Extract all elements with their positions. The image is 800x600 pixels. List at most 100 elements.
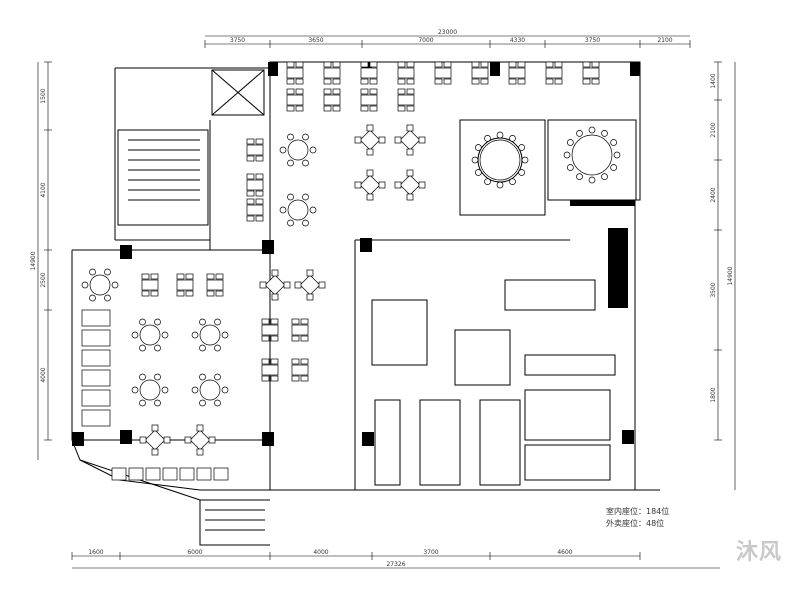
dimension-label: 1400 [710, 73, 717, 88]
chair [360, 88, 369, 95]
booth-table [360, 61, 378, 85]
table-top [199, 324, 221, 346]
chair [302, 193, 309, 201]
chair [255, 198, 264, 205]
dimension-label: 4000 [313, 549, 328, 556]
chair [199, 373, 206, 381]
chair [360, 105, 369, 112]
bench-seat [81, 409, 111, 427]
chair [566, 139, 574, 146]
chair [279, 206, 287, 214]
chair [255, 155, 264, 162]
table-top [144, 429, 166, 451]
chair [521, 156, 529, 164]
chair [270, 335, 279, 342]
chair [287, 193, 294, 201]
chair [588, 126, 596, 134]
chair [279, 146, 287, 154]
table-top [141, 279, 159, 291]
round-table [131, 373, 169, 407]
chair [139, 399, 146, 407]
chair [394, 136, 402, 144]
table-top [508, 67, 526, 79]
dimension-label: 1800 [710, 387, 717, 402]
overall-dimension-label: 27326 [386, 561, 405, 568]
table-top [176, 279, 194, 291]
booth-table [397, 88, 415, 112]
booth-table [434, 61, 452, 85]
chair [354, 181, 362, 189]
chair [576, 129, 583, 137]
chair [434, 78, 443, 85]
chair [286, 78, 295, 85]
chair [191, 331, 199, 339]
chair [246, 198, 255, 205]
chair [471, 78, 480, 85]
chair [369, 88, 378, 95]
chair [323, 105, 332, 112]
booth-table [323, 61, 341, 85]
chair [215, 290, 224, 297]
chair [214, 318, 221, 326]
chair [185, 273, 194, 280]
chair [208, 436, 216, 444]
bench-seat [81, 369, 111, 387]
chair [443, 61, 452, 68]
chair [496, 131, 504, 139]
chair [246, 190, 255, 197]
chair [196, 448, 204, 456]
chair [89, 268, 96, 276]
chair [163, 436, 171, 444]
chair [215, 273, 224, 280]
chair [104, 294, 111, 302]
chair [246, 138, 255, 145]
chair [300, 318, 309, 325]
dimension-label: 2500 [40, 272, 47, 287]
square-table [184, 424, 216, 456]
chair [378, 181, 386, 189]
chair [81, 281, 89, 289]
chair [366, 169, 374, 177]
round-table [563, 126, 621, 184]
chair [206, 290, 215, 297]
chair [154, 399, 161, 407]
table-top [139, 379, 161, 401]
round-table [279, 133, 317, 167]
square-table [294, 269, 326, 301]
chair [139, 318, 146, 326]
chair [270, 358, 279, 365]
chair [369, 78, 378, 85]
chair [366, 193, 374, 201]
bench-seat [128, 467, 144, 481]
chair [141, 290, 150, 297]
chair [354, 136, 362, 144]
dimension-label: 4330 [510, 37, 525, 44]
watermark: 沐风 [735, 540, 782, 565]
chair [270, 375, 279, 382]
chair [369, 105, 378, 112]
chair [517, 78, 526, 85]
round-table [81, 268, 119, 302]
chair [259, 281, 267, 289]
bench-seat [81, 329, 111, 347]
chair [104, 268, 111, 276]
chair [291, 375, 300, 382]
chair [270, 318, 279, 325]
chair [406, 193, 414, 201]
chair [418, 136, 426, 144]
chair [471, 156, 479, 164]
chair [287, 219, 294, 227]
chair [366, 124, 374, 132]
chair [563, 151, 571, 159]
table-top [291, 324, 309, 336]
chair [176, 290, 185, 297]
dimension-label: 4100 [40, 182, 47, 197]
chair [302, 219, 309, 227]
chair [397, 105, 406, 112]
booth-table [246, 198, 264, 222]
dimension-label: 7000 [418, 37, 433, 44]
chair [286, 105, 295, 112]
table-top [286, 67, 304, 79]
dimension-label: 3650 [308, 37, 323, 44]
chair [199, 399, 206, 407]
